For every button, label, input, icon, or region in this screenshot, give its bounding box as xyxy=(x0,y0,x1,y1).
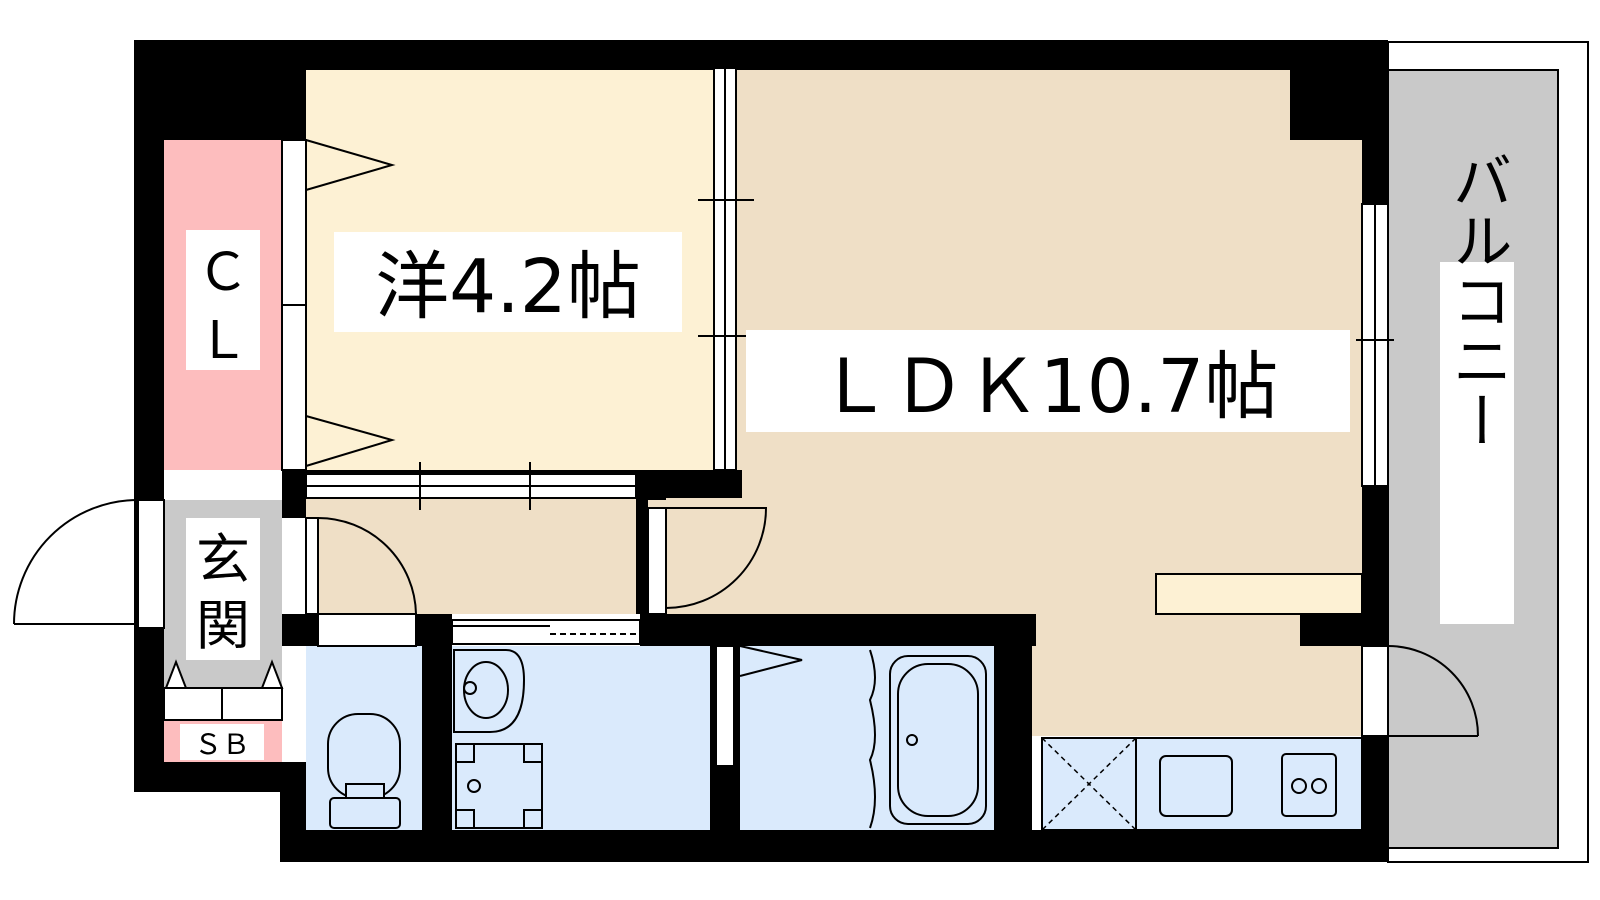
washbasin-icon xyxy=(453,649,526,733)
sliding-door-western-ldk[interactable] xyxy=(698,67,754,471)
balcony-label: バルコニー xyxy=(1440,150,1514,624)
ldk-label: ＬＤＫ10.7帖 xyxy=(746,330,1350,432)
storage-strip xyxy=(1155,573,1363,615)
entrance-label-line1: 玄 xyxy=(196,528,250,591)
entrance-sill xyxy=(163,659,284,721)
walls xyxy=(134,40,1388,862)
stove-icon xyxy=(1281,753,1337,817)
toilet-icon xyxy=(327,713,401,829)
bathtub-icon xyxy=(868,649,987,829)
washing-machine-space-icon xyxy=(455,743,543,829)
ldk-door[interactable] xyxy=(647,507,768,615)
shoe-box-label: ＳＢ xyxy=(180,724,264,761)
closet-label: Ｃ Ｌ xyxy=(186,230,260,371)
hallway-floor xyxy=(306,498,742,614)
entrance-label: 玄 関 xyxy=(186,518,260,660)
balcony xyxy=(1387,41,1589,863)
sliding-door-western-hall[interactable] xyxy=(305,462,637,510)
toilet-door[interactable] xyxy=(305,517,417,647)
closet-label-line2: Ｌ xyxy=(197,311,249,371)
sink-icon xyxy=(1159,755,1233,817)
washroom-door[interactable] xyxy=(451,619,641,645)
front-door[interactable] xyxy=(13,499,165,629)
balcony-label-text: バルコニー xyxy=(1442,150,1512,450)
ldk-label-text: ＬＤＫ10.7帖 xyxy=(818,344,1279,430)
western-room-label-text: 洋4.2帖 xyxy=(375,244,641,330)
western-room-label: 洋4.2帖 xyxy=(334,232,682,332)
closet-door[interactable] xyxy=(281,139,396,471)
balcony-door[interactable] xyxy=(1361,645,1479,737)
entrance-label-line2: 関 xyxy=(196,594,250,657)
balcony-window[interactable] xyxy=(1356,203,1394,487)
closet-label-line1: Ｃ xyxy=(197,243,249,303)
bathroom-door[interactable] xyxy=(715,645,803,767)
shoe-box-label-text: ＳＢ xyxy=(194,728,250,761)
